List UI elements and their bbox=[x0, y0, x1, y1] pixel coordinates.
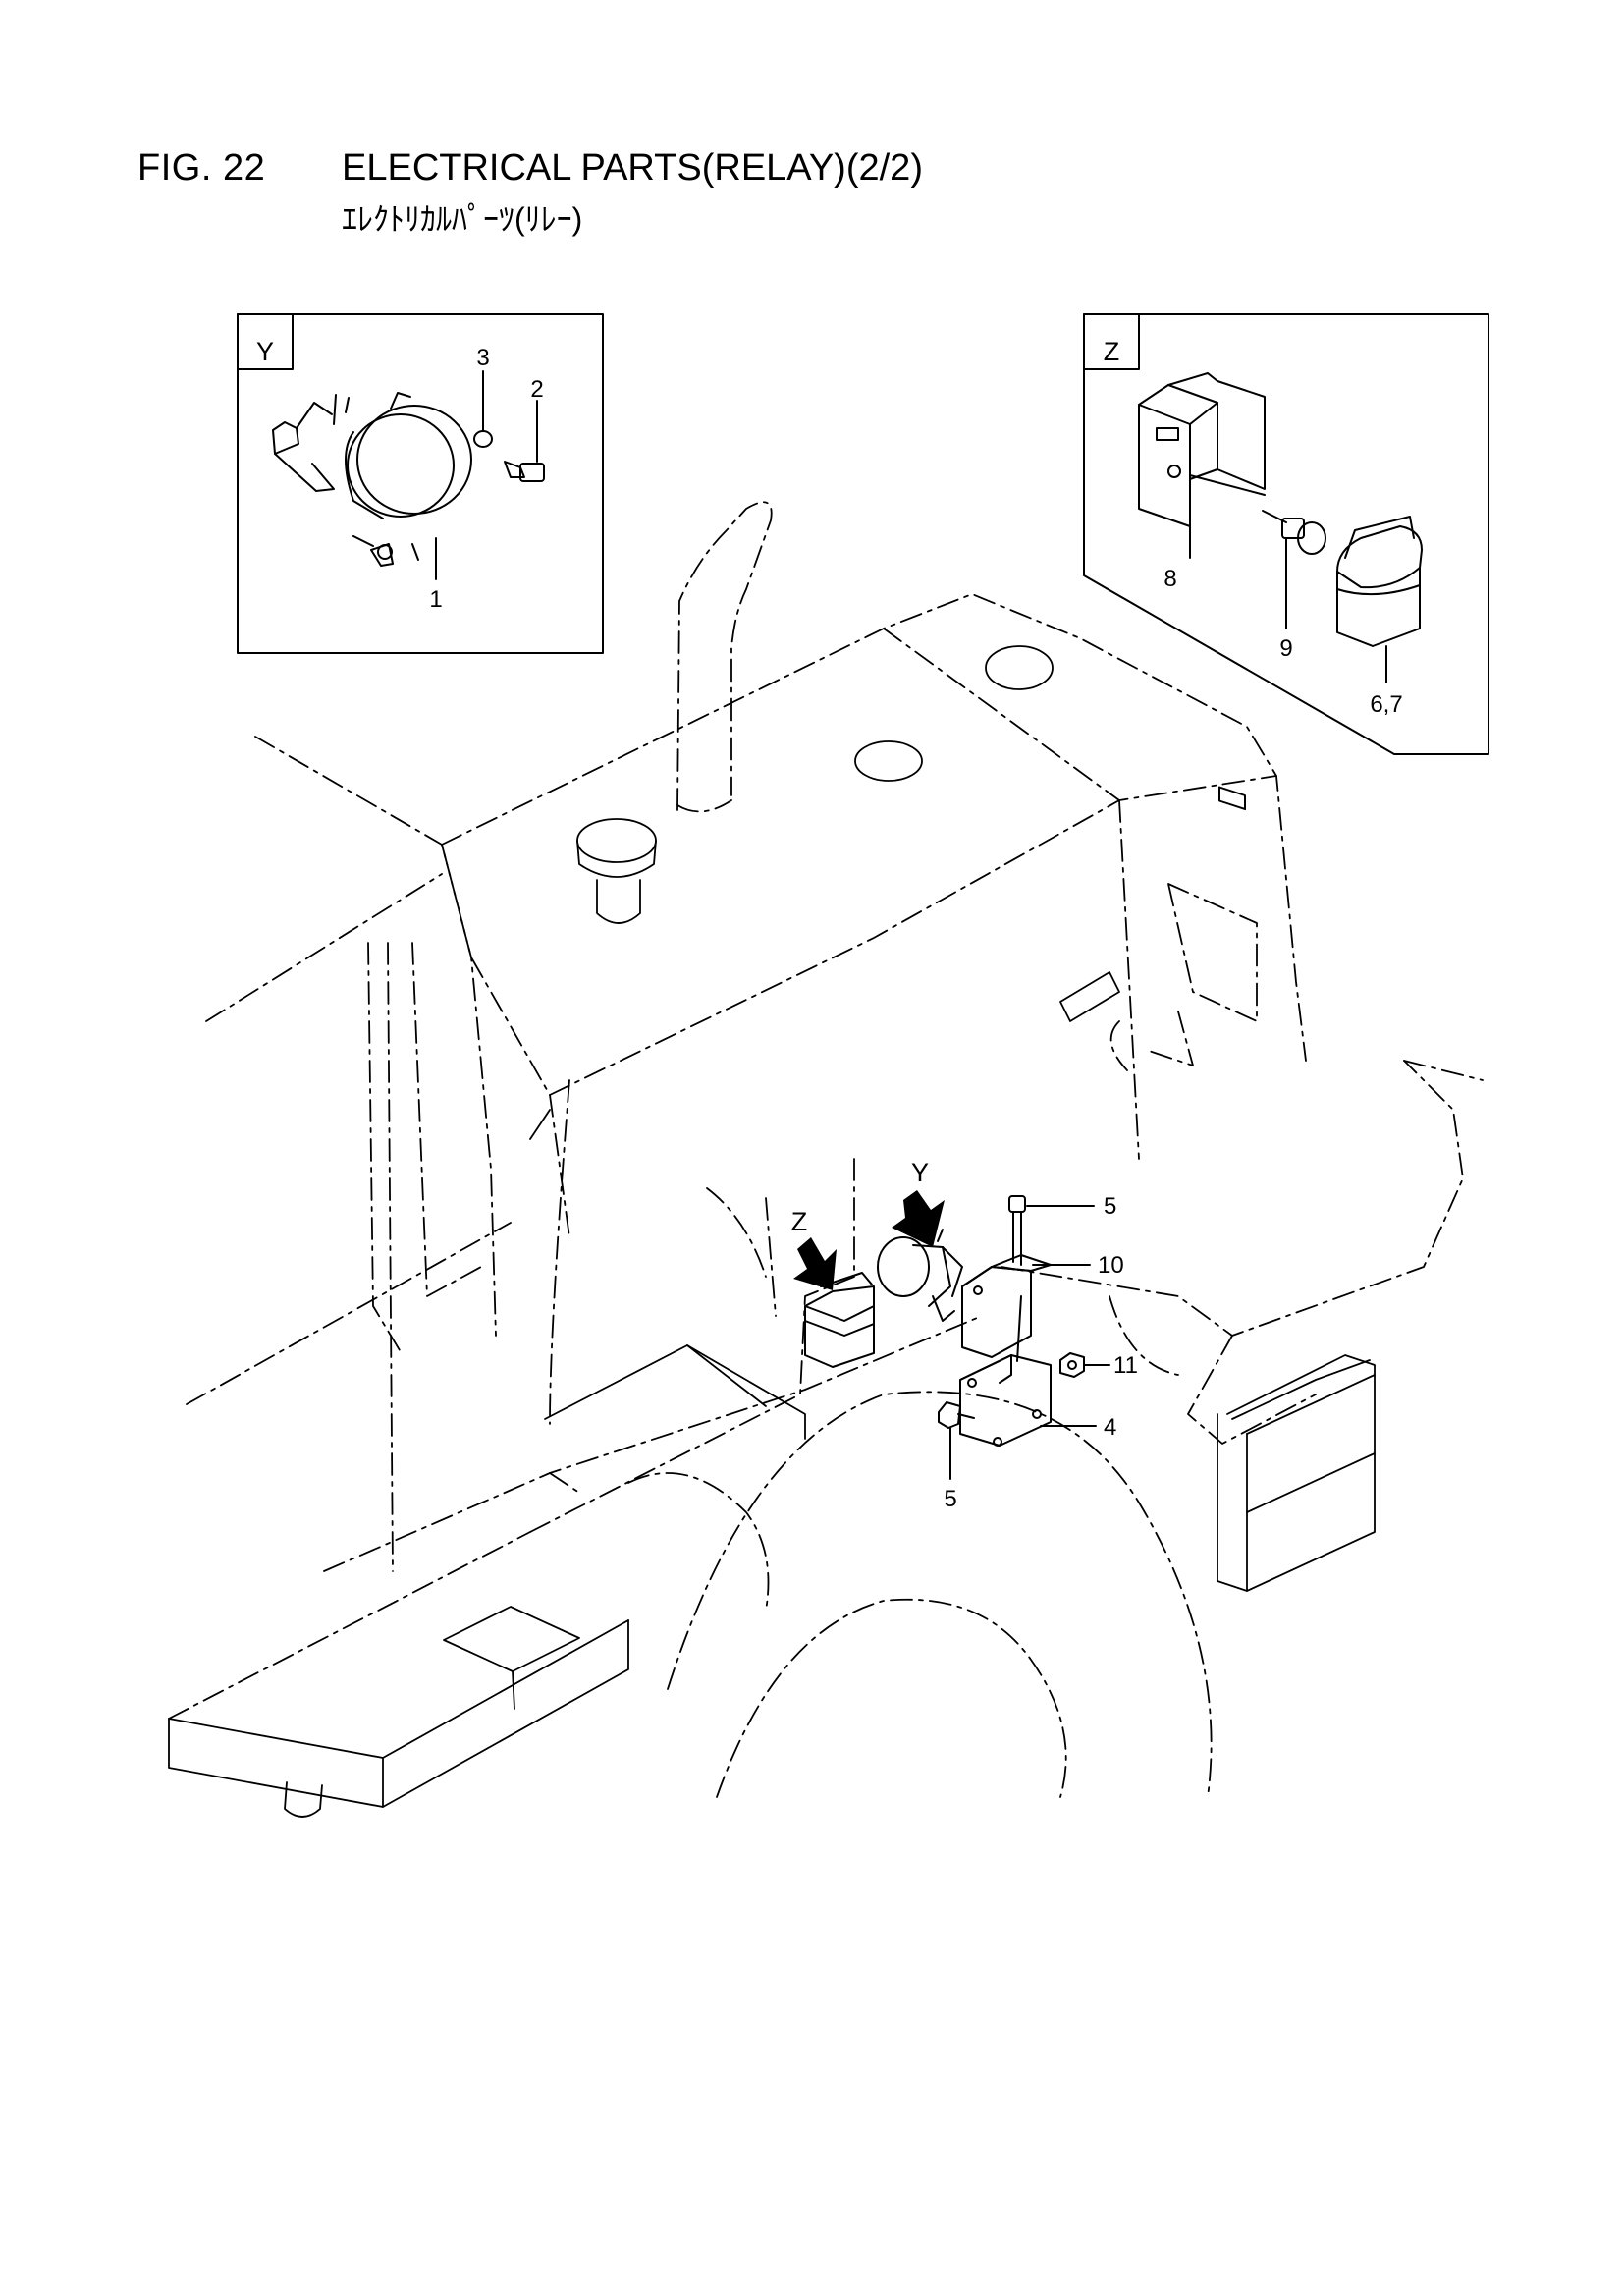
relay-6-7-main bbox=[804, 1272, 875, 1368]
callout-main-10: 10 bbox=[1098, 1252, 1124, 1279]
side-ladder bbox=[1217, 1354, 1376, 1592]
detail-y-frame bbox=[237, 313, 604, 654]
callout-y-1: 1 bbox=[429, 586, 442, 613]
detail-z-frame bbox=[1083, 313, 1489, 755]
o-ring-part-3 bbox=[473, 430, 493, 448]
exhaust-pipe bbox=[676, 501, 773, 811]
callout-main-11: 11 bbox=[1113, 1352, 1138, 1379]
hood-outline bbox=[441, 593, 1307, 1062]
figure-title: ELECTRICAL PARTS(RELAY)(2/2) bbox=[342, 147, 923, 189]
bracket-part-8 bbox=[1138, 372, 1266, 811]
callout-z-6-7: 6,7 bbox=[1370, 691, 1402, 718]
callout-main-5-top: 5 bbox=[1104, 1193, 1116, 1220]
detail-z-label-box bbox=[1083, 313, 1140, 370]
callout-z-9: 9 bbox=[1279, 635, 1292, 662]
relay-part-6-7 bbox=[1336, 516, 1423, 647]
figure-subtitle: ｴﾚｸﾄﾘｶﾙﾊﾟｰﾂ(ﾘﾚｰ) bbox=[342, 201, 583, 237]
bolt-5-bottom bbox=[938, 1401, 975, 1429]
cab-outline bbox=[254, 736, 497, 1337]
wheel-outline bbox=[667, 1391, 1213, 1798]
callout-main-4: 4 bbox=[1104, 1414, 1116, 1441]
callout-y-2: 2 bbox=[530, 376, 543, 403]
bracket-part-10 bbox=[961, 1254, 1052, 1358]
nut-part-11 bbox=[1059, 1352, 1085, 1378]
bolt-5-top bbox=[1008, 1195, 1026, 1266]
bracket-part-4 bbox=[959, 1295, 1052, 1447]
detail-z-label: Z bbox=[1104, 337, 1120, 366]
air-cleaner-cap bbox=[576, 818, 657, 863]
relay-part-1 bbox=[272, 392, 472, 567]
relay-mounting-assembly bbox=[793, 1190, 1110, 1480]
detail-y-label-box bbox=[237, 313, 294, 370]
bolt-part-2 bbox=[504, 461, 545, 482]
callout-y-3: 3 bbox=[476, 345, 489, 371]
machine-solid-parts bbox=[168, 645, 1376, 1818]
view-arrow-z bbox=[793, 1237, 837, 1290]
screw-part-9 bbox=[1262, 510, 1326, 555]
detail-y-label: Y bbox=[256, 337, 274, 366]
callout-z-8: 8 bbox=[1163, 566, 1176, 592]
figure-number: FIG. 22 bbox=[137, 147, 266, 189]
view-arrow-y bbox=[892, 1190, 945, 1247]
callout-main-5-bottom: 5 bbox=[944, 1486, 956, 1512]
fender-outline bbox=[1001, 1060, 1464, 1337]
arrow-label-y: Y bbox=[911, 1158, 929, 1187]
machine-outline bbox=[168, 501, 1484, 1798]
detail-view-y: Y 3 2 1 bbox=[237, 313, 604, 654]
arrow-label-z: Z bbox=[791, 1207, 808, 1236]
detail-view-z: Z 8 9 6,7 bbox=[1083, 313, 1489, 811]
